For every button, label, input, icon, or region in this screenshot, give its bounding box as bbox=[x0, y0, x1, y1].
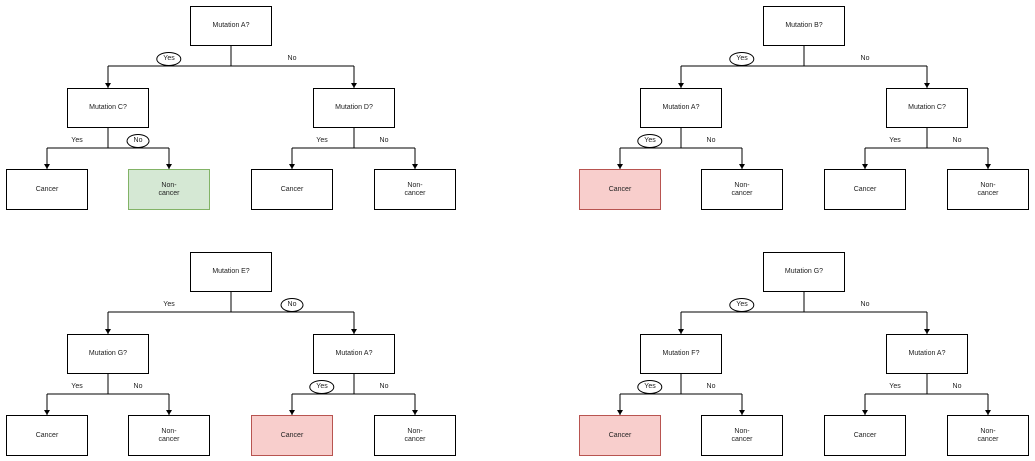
tree-2-left-yes-arrow bbox=[617, 164, 623, 169]
tree-4-right-yes-label: Yes bbox=[889, 383, 901, 390]
tree-4-right-yes-arrow bbox=[862, 410, 868, 415]
tree-2-right-yes-arrow bbox=[862, 164, 868, 169]
tree-3-right-yes-leaf: Cancer bbox=[251, 415, 333, 456]
tree-2-root-no-label: No bbox=[860, 55, 870, 62]
tree-2-left-no-leaf: Non- cancer bbox=[701, 169, 783, 210]
tree-1-right-no-arrow bbox=[412, 164, 418, 169]
tree-2-root-node: Mutation B? bbox=[763, 6, 845, 46]
tree-3-left-question-node: Mutation G? bbox=[67, 334, 149, 374]
tree-1-left-no-arrow bbox=[166, 164, 172, 169]
tree-4-root-yes-label: Yes bbox=[729, 298, 755, 312]
tree-3-left-yes-arrow bbox=[44, 410, 50, 415]
tree-1-right-no-label: No bbox=[379, 137, 389, 144]
tree-2-right-no-arrow bbox=[985, 164, 991, 169]
tree-3-right-no-leaf: Non- cancer bbox=[374, 415, 456, 456]
tree-2-right-no-leaf: Non- cancer bbox=[947, 169, 1029, 210]
tree-2-root-yes-arrow bbox=[678, 83, 684, 88]
tree-3-left-no-leaf: Non- cancer bbox=[128, 415, 210, 456]
tree-3-right-yes-arrow bbox=[289, 410, 295, 415]
tree-3-left-yes-leaf: Cancer bbox=[6, 415, 88, 456]
tree-4-left-no-leaf: Non- cancer bbox=[701, 415, 783, 456]
tree-2-left-no-arrow bbox=[739, 164, 745, 169]
tree-3-right-question-node: Mutation A? bbox=[313, 334, 395, 374]
tree-2-root-yes-label: Yes bbox=[729, 52, 755, 66]
tree-1-left-question-node: Mutation C? bbox=[67, 88, 149, 128]
tree-4-right-yes-leaf: Cancer bbox=[824, 415, 906, 456]
tree-2-left-no-label: No bbox=[706, 137, 716, 144]
tree-2-right-yes-label: Yes bbox=[889, 137, 901, 144]
tree-4-left-no-label: No bbox=[706, 383, 716, 390]
tree-3-left-no-label: No bbox=[133, 383, 143, 390]
tree-4-right-no-leaf: Non- cancer bbox=[947, 415, 1029, 456]
tree-4-root-yes-arrow bbox=[678, 329, 684, 334]
tree-3-root-yes-label: Yes bbox=[163, 301, 175, 308]
tree-4-root-no-arrow bbox=[924, 329, 930, 334]
tree-1-left-yes-arrow bbox=[44, 164, 50, 169]
tree-2-left-question-node: Mutation A? bbox=[640, 88, 722, 128]
tree-4-left-question-node: Mutation F? bbox=[640, 334, 722, 374]
tree-1-right-yes-arrow bbox=[289, 164, 295, 169]
tree-1-root-yes-label: Yes bbox=[156, 52, 182, 66]
tree-1-left-no-label: No bbox=[126, 134, 150, 148]
tree-4-left-no-arrow bbox=[739, 410, 745, 415]
tree-3-root-no-label: No bbox=[280, 298, 304, 312]
tree-3-left-no-arrow bbox=[166, 410, 172, 415]
tree-1-left-no-leaf: Non- cancer bbox=[128, 169, 210, 210]
tree-1-root-yes-arrow bbox=[105, 83, 111, 88]
tree-4-right-question-node: Mutation A? bbox=[886, 334, 968, 374]
tree-2-left-yes-leaf: Cancer bbox=[579, 169, 661, 210]
tree-1-right-question-node: Mutation D? bbox=[313, 88, 395, 128]
tree-4-right-no-arrow bbox=[985, 410, 991, 415]
tree-2-left-yes-label: Yes bbox=[637, 134, 663, 148]
tree-3-root-node: Mutation E? bbox=[190, 252, 272, 292]
tree-4-left-yes-label: Yes bbox=[637, 380, 663, 394]
tree-4-right-no-label: No bbox=[952, 383, 962, 390]
tree-1-root-no-label: No bbox=[287, 55, 297, 62]
tree-4-left-yes-leaf: Cancer bbox=[579, 415, 661, 456]
tree-2-root-no-arrow bbox=[924, 83, 930, 88]
tree-3-right-no-label: No bbox=[379, 383, 389, 390]
tree-1-right-no-leaf: Non- cancer bbox=[374, 169, 456, 210]
tree-1-left-yes-label: Yes bbox=[71, 137, 83, 144]
tree-1-right-yes-label: Yes bbox=[316, 137, 328, 144]
tree-4-left-yes-arrow bbox=[617, 410, 623, 415]
tree-4-root-node: Mutation G? bbox=[763, 252, 845, 292]
tree-1-right-yes-leaf: Cancer bbox=[251, 169, 333, 210]
tree-2-right-yes-leaf: Cancer bbox=[824, 169, 906, 210]
tree-2-right-no-label: No bbox=[952, 137, 962, 144]
tree-3-root-no-arrow bbox=[351, 329, 357, 334]
tree-3-left-yes-label: Yes bbox=[71, 383, 83, 390]
tree-4-root-no-label: No bbox=[860, 301, 870, 308]
tree-3-right-yes-label: Yes bbox=[309, 380, 335, 394]
tree-1-left-yes-leaf: Cancer bbox=[6, 169, 88, 210]
tree-3-right-no-arrow bbox=[412, 410, 418, 415]
tree-1-root-node: Mutation A? bbox=[190, 6, 272, 46]
tree-1-root-no-arrow bbox=[351, 83, 357, 88]
tree-3-root-yes-arrow bbox=[105, 329, 111, 334]
tree-2-right-question-node: Mutation C? bbox=[886, 88, 968, 128]
